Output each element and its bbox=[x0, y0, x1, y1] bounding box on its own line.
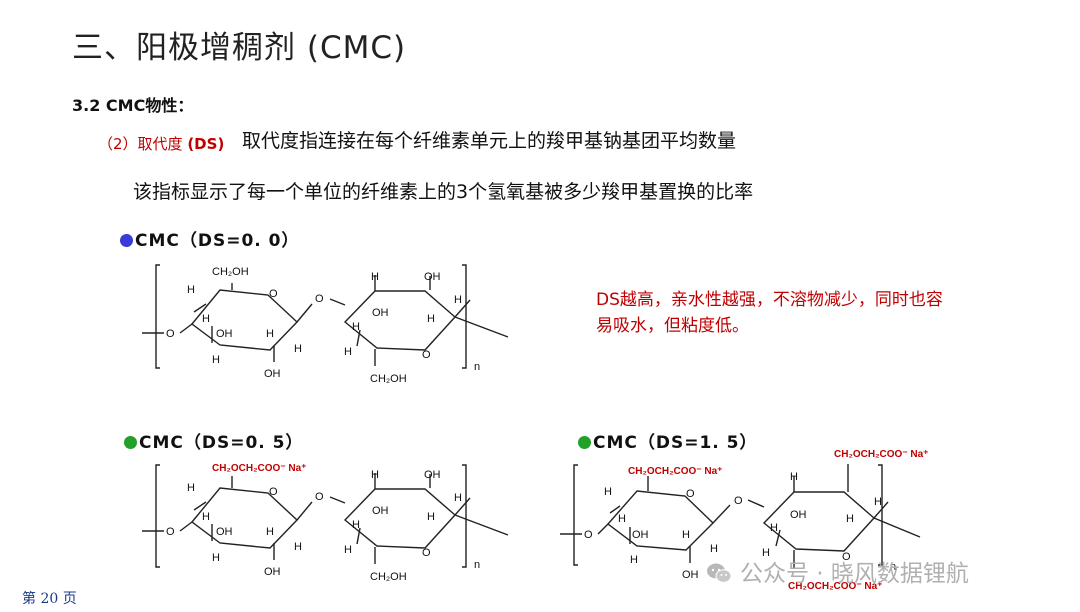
atom-label: O bbox=[422, 547, 431, 559]
atom-label: O bbox=[269, 288, 278, 300]
atom-label: O bbox=[842, 551, 851, 563]
atom-label: H bbox=[294, 541, 302, 553]
atom-label: H bbox=[187, 482, 195, 494]
atom-label: CH₂OH bbox=[370, 373, 407, 385]
atom-label: H bbox=[762, 547, 770, 559]
atom-label: OH bbox=[216, 526, 233, 538]
atom-label: H bbox=[604, 486, 612, 498]
structure-label-ds05: CMC（DS=0. 5） bbox=[124, 428, 304, 453]
atom-label: O bbox=[584, 529, 593, 541]
atom-label: O bbox=[315, 293, 324, 305]
atom-label: H bbox=[427, 511, 435, 523]
atom-label: OH bbox=[632, 529, 649, 541]
ds-label-prefix: （2）取代度 bbox=[98, 135, 183, 153]
atom-label: H bbox=[618, 513, 626, 525]
watermark-text: 公众号 · 晓风数据锂航 bbox=[740, 561, 969, 587]
ds-definition-detail: 该指标显示了每一个单位的纤维素上的3个氢氧基被多少羧甲基置换的比率 bbox=[133, 181, 754, 203]
atom-label: H bbox=[202, 313, 210, 325]
atom-label: H bbox=[266, 328, 274, 340]
atom-label: H bbox=[454, 294, 462, 306]
atom-label: OH bbox=[424, 271, 441, 283]
atom-label: H bbox=[874, 496, 882, 508]
atom-label: O bbox=[734, 495, 743, 507]
atom-label: H bbox=[266, 526, 274, 538]
ds-definition: 取代度指连接在每个纤维素单元上的羧甲基钠基团平均数量 bbox=[242, 130, 737, 152]
bullet-dot-blue bbox=[120, 234, 133, 247]
structure-ds00-atoms: CH₂OH H O H OH H H H OH O O H OH H OH H … bbox=[166, 266, 480, 385]
substituent-label: CH₂OCH₂COO⁻ Na⁺ bbox=[212, 463, 306, 474]
atom-label: OH bbox=[682, 569, 699, 581]
substituent-label: CH₂OCH₂COO⁻ Na⁺ bbox=[834, 449, 928, 460]
bullet-dot-green bbox=[578, 436, 591, 449]
repeat-n: n bbox=[474, 559, 480, 571]
ds-label: （2）取代度 (DS) bbox=[98, 133, 224, 154]
atom-label: OH bbox=[790, 509, 807, 521]
structure-label-ds00: CMC（DS=0. 0） bbox=[120, 226, 300, 251]
atom-label: O bbox=[686, 488, 695, 500]
repeat-n: n bbox=[474, 361, 480, 373]
atom-label: H bbox=[682, 529, 690, 541]
atom-label: CH₂OH bbox=[370, 571, 407, 583]
substituent-label: CH₂OCH₂COO⁻ Na⁺ bbox=[788, 581, 882, 592]
atom-label: H bbox=[352, 519, 360, 531]
page-number: 第 20 页 bbox=[22, 591, 77, 607]
atom-label: OH bbox=[264, 566, 281, 578]
atom-label: OH bbox=[264, 368, 281, 380]
atom-label: H bbox=[710, 543, 718, 555]
atom-label: O bbox=[166, 526, 175, 538]
atom-label: H bbox=[187, 284, 195, 296]
structure-ds15-atoms: CH₂OCH₂COO⁻ Na⁺ CH₂OCH₂COO⁻ Na⁺ CH₂OCH₂C… bbox=[584, 449, 928, 592]
atom-label: H bbox=[352, 321, 360, 333]
atom-label: O bbox=[166, 328, 175, 340]
atom-label: H bbox=[344, 346, 352, 358]
repeat-n: n bbox=[890, 561, 896, 573]
structure-label-text: CMC（DS=0. 0） bbox=[135, 231, 300, 251]
atom-label: H bbox=[371, 469, 379, 481]
atom-label: H bbox=[371, 271, 379, 283]
atom-label: H bbox=[846, 513, 854, 525]
ds-effect-note: DS越高，亲水性越强，不溶物减少，同时也容易吸水，但粘度低。 bbox=[596, 290, 943, 336]
ds-label-code: (DS) bbox=[187, 135, 225, 153]
atom-label: OH bbox=[372, 505, 389, 517]
atom-label: H bbox=[212, 354, 220, 366]
structure-ds05-atoms: CH₂OCH₂COO⁻ Na⁺ H O H OH H H H OH O O H … bbox=[166, 463, 480, 583]
slide-title: 三、阳极增稠剂 (CMC) bbox=[72, 30, 407, 66]
atom-label: O bbox=[315, 491, 324, 503]
atom-label: O bbox=[269, 486, 278, 498]
atom-label: H bbox=[454, 492, 462, 504]
atom-label: O bbox=[422, 349, 431, 361]
atom-label: H bbox=[344, 544, 352, 556]
structure-label-text: CMC（DS=1. 5） bbox=[593, 433, 758, 453]
atom-label: H bbox=[427, 313, 435, 325]
watermark: 公众号 · 晓风数据锂航 bbox=[706, 554, 969, 588]
atom-label: H bbox=[790, 471, 798, 483]
structure-label-ds15: CMC（DS=1. 5） bbox=[578, 428, 758, 453]
atom-label: CH₂OH bbox=[212, 266, 249, 278]
substituent-label: CH₂OCH₂COO⁻ Na⁺ bbox=[628, 466, 722, 477]
atom-label: H bbox=[630, 554, 638, 566]
atom-label: H bbox=[202, 511, 210, 523]
atom-label: OH bbox=[372, 307, 389, 319]
atom-label: H bbox=[770, 522, 778, 534]
atom-label: H bbox=[294, 343, 302, 355]
atom-label: H bbox=[212, 552, 220, 564]
structure-label-text: CMC（DS=0. 5） bbox=[139, 433, 304, 453]
section-heading: 3.2 CMC物性： bbox=[72, 96, 194, 115]
atom-label: OH bbox=[424, 469, 441, 481]
bullet-dot-green bbox=[124, 436, 137, 449]
atom-label: OH bbox=[216, 328, 233, 340]
wechat-icon bbox=[707, 563, 732, 583]
